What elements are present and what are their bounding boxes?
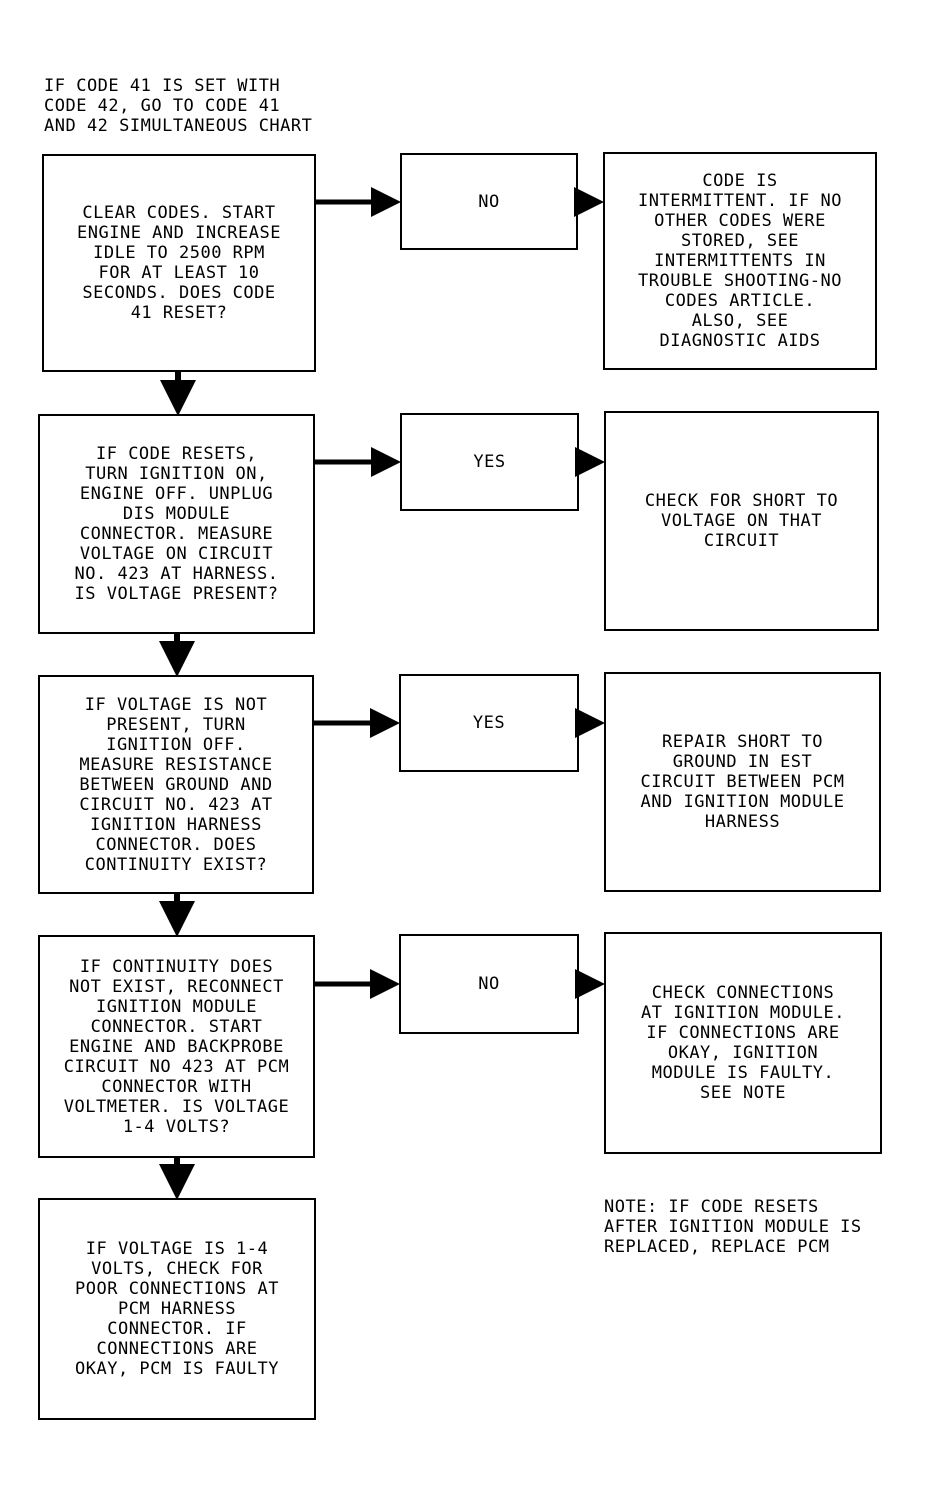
step-2-result: CHECK FOR SHORT TO VOLTAGE ON THAT CIRCU… — [644, 491, 839, 551]
step-4-question: IF CONTINUITY DOES NOT EXIST, RECONNECT … — [63, 956, 290, 1137]
footnote: NOTE: IF CODE RESETS AFTER IGNITION MODU… — [604, 1197, 862, 1257]
step-4-result-box: CHECK CONNECTIONS AT IGNITION MODULE. IF… — [604, 932, 882, 1154]
step-1-question-box: CLEAR CODES. START ENGINE AND INCREASE I… — [42, 154, 316, 372]
step-1-question: CLEAR CODES. START ENGINE AND INCREASE I… — [77, 203, 281, 323]
final-step-text: IF VOLTAGE IS 1-4 VOLTS, CHECK FOR POOR … — [75, 1239, 279, 1379]
step-2-answer: YES — [473, 452, 506, 472]
step-1-answer: NO — [478, 191, 500, 212]
final-step-box: IF VOLTAGE IS 1-4 VOLTS, CHECK FOR POOR … — [38, 1198, 316, 1420]
step-3-result: REPAIR SHORT TO GROUND IN EST CIRCUIT BE… — [640, 732, 845, 832]
step-1-result-box: CODE IS INTERMITTENT. IF NO OTHER CODES … — [603, 152, 877, 370]
step-3-question: IF VOLTAGE IS NOT PRESENT, TURN IGNITION… — [79, 694, 273, 875]
step-2-question-box: IF CODE RESETS, TURN IGNITION ON, ENGINE… — [38, 414, 315, 634]
step-3-answer: YES — [472, 713, 506, 733]
intro-note: IF CODE 41 IS SET WITH CODE 42, GO TO CO… — [44, 76, 313, 136]
step-3-result-box: REPAIR SHORT TO GROUND IN EST CIRCUIT BE… — [604, 672, 881, 892]
step-2-result-box: CHECK FOR SHORT TO VOLTAGE ON THAT CIRCU… — [604, 411, 879, 631]
step-4-result: CHECK CONNECTIONS AT IGNITION MODULE. IF… — [641, 983, 845, 1103]
step-2-question: IF CODE RESETS, TURN IGNITION ON, ENGINE… — [74, 444, 279, 604]
step-3-question-box: IF VOLTAGE IS NOT PRESENT, TURN IGNITION… — [38, 675, 314, 894]
step-4-answer: NO — [478, 974, 500, 994]
step-1-result: CODE IS INTERMITTENT. IF NO OTHER CODES … — [638, 171, 842, 351]
